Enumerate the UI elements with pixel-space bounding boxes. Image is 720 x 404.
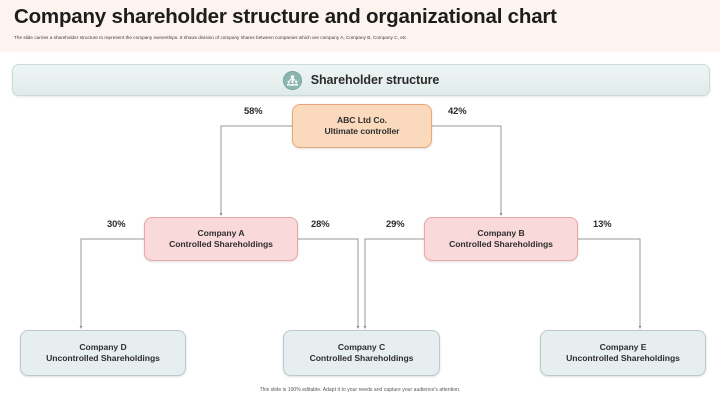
- section-header-bar[interactable]: Shareholder structure: [12, 64, 710, 96]
- node-abc-ltd-line2: Ultimate controller: [324, 126, 400, 136]
- node-company-a-line2: Controlled Shareholdings: [169, 239, 273, 249]
- node-company-c[interactable]: Company C Controlled Shareholdings: [283, 330, 440, 376]
- node-company-d[interactable]: Company D Uncontrolled Shareholdings: [20, 330, 186, 376]
- section-header-content: Shareholder structure: [13, 65, 709, 95]
- edge-label-company-b-to-company-c: 29%: [386, 218, 405, 229]
- section-title: Shareholder structure: [310, 73, 440, 87]
- node-company-e[interactable]: Company E Uncontrolled Shareholdings: [540, 330, 706, 376]
- node-company-d-line2: Uncontrolled Shareholdings: [46, 353, 160, 363]
- edge-label-company-b-to-company-e: 13%: [593, 218, 612, 229]
- node-company-a-line1: Company A: [197, 227, 245, 238]
- node-company-b[interactable]: Company B Controlled Shareholdings: [424, 217, 578, 261]
- org-chart-diagram: ABC Ltd Co. Ultimate controller Company …: [0, 96, 720, 386]
- edge-label-company-a-to-company-c: 28%: [311, 218, 330, 229]
- node-company-e-line2: Uncontrolled Shareholdings: [566, 353, 680, 363]
- node-abc-ltd-line1: ABC Ltd Co.: [336, 114, 388, 125]
- node-company-d-line1: Company D: [79, 341, 127, 352]
- edge-label-company-a-to-company-d: 30%: [107, 218, 126, 229]
- node-company-e-line1: Company E: [599, 341, 647, 352]
- page-title: Company shareholder structure and organi…: [14, 5, 557, 28]
- node-company-b-line1: Company B: [477, 227, 525, 238]
- page-subtitle: The slide carries a shareholder structur…: [14, 35, 407, 40]
- edge-label-abc-to-company-b: 42%: [448, 105, 467, 116]
- node-company-c-line2: Controlled Shareholdings: [309, 353, 414, 363]
- title-band: Company shareholder structure and organi…: [0, 0, 720, 52]
- node-abc-ltd[interactable]: ABC Ltd Co. Ultimate controller: [292, 104, 432, 148]
- edge-label-abc-to-company-a: 58%: [244, 105, 263, 116]
- people-group-icon: [282, 70, 302, 90]
- connector-lines: [79, 125, 642, 330]
- node-company-c-line1: Company C: [337, 341, 386, 352]
- footer-note: This slide is 100% editable. Adapt it to…: [259, 387, 461, 393]
- node-company-b-line2: Controlled Shareholdings: [449, 239, 553, 249]
- node-company-a[interactable]: Company A Controlled Shareholdings: [144, 217, 298, 261]
